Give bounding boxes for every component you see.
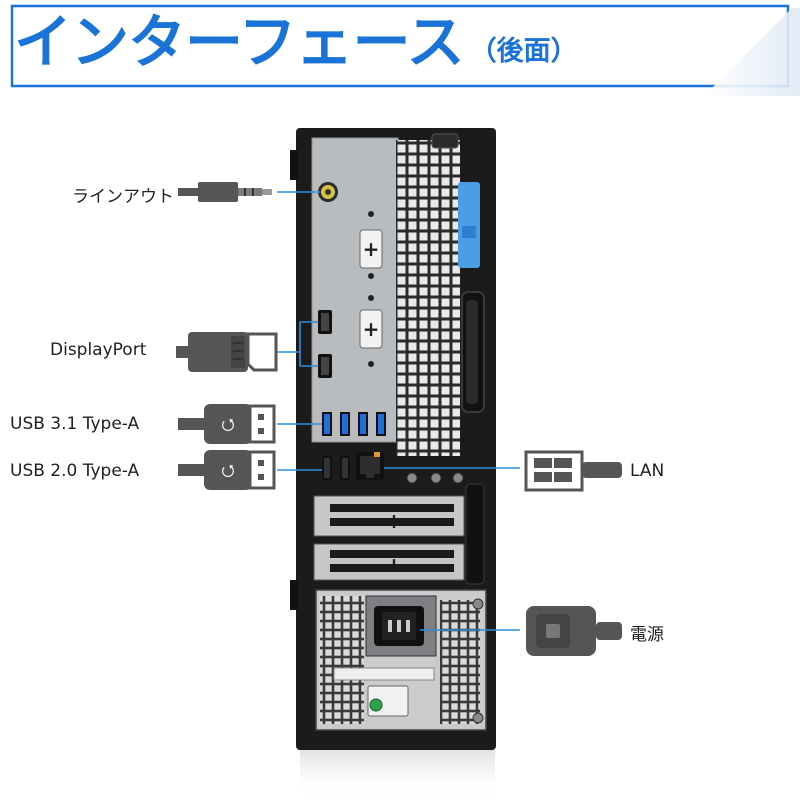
title-sub: （後面） <box>469 36 578 67</box>
io-panel: + + <box>318 182 464 484</box>
expansion-slots: + + <box>313 483 485 585</box>
displayport-ports <box>318 310 332 378</box>
usb-plug-icon: ⭯ <box>178 450 276 490</box>
vent-grill <box>396 140 460 456</box>
banner-frame <box>0 0 800 96</box>
svg-text:+: + <box>363 317 380 341</box>
power-supply <box>315 589 487 731</box>
header-banner: インターフェース （後面） <box>0 0 800 96</box>
lan-port <box>356 452 384 480</box>
svg-text:⭯: ⭯ <box>221 415 234 434</box>
label-displayport: DisplayPort <box>50 340 147 360</box>
case-reflection <box>300 750 495 800</box>
svg-text:⭯: ⭯ <box>221 461 234 480</box>
label-power: 電源 <box>630 625 664 645</box>
label-lan: LAN <box>630 461 665 481</box>
audio-jack-plug-icon <box>178 182 272 202</box>
rj45-plug-icon <box>524 450 622 492</box>
label-usb31: USB 3.1 Type-A <box>10 414 140 434</box>
svg-text:+: + <box>386 509 403 533</box>
usb20-ports <box>322 456 350 480</box>
svg-text:+: + <box>386 553 403 577</box>
title-main: インターフェース <box>14 8 465 76</box>
leader-lines <box>277 191 520 631</box>
label-usb20: USB 2.0 Type-A <box>10 461 140 481</box>
displayport-plug-icon <box>176 332 278 372</box>
page-title: インターフェース （後面） <box>14 6 578 78</box>
svg-text:+: + <box>363 237 380 261</box>
release-latch <box>458 182 480 268</box>
usb31-ports <box>322 412 386 436</box>
label-line-out: ラインアウト <box>72 187 174 207</box>
power-plug-icon <box>526 606 622 656</box>
usb-plug-icon: ⭯ <box>178 404 276 444</box>
